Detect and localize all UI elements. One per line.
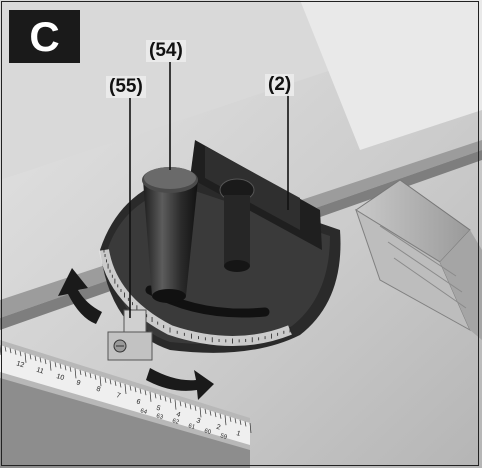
ruler-tick — [34, 355, 37, 361]
ruler-tick — [104, 377, 107, 383]
callout-54: (54) — [146, 40, 186, 62]
ruler-label: 4 — [175, 411, 181, 419]
ruler-tick — [49, 360, 52, 371]
ruler-tick — [184, 402, 187, 408]
ruler-label-upper: 62 — [171, 418, 180, 426]
ruler-tick — [199, 407, 202, 418]
ruler-label: 1 — [235, 430, 241, 438]
ruler-tick — [209, 410, 212, 416]
ruler-tick — [79, 369, 82, 376]
ruler-tick — [99, 376, 102, 387]
ruler-label: 6 — [135, 398, 141, 406]
ruler-tick — [169, 397, 172, 404]
ruler-tick — [9, 348, 12, 354]
table-back-plane — [300, 0, 482, 150]
ruler-tick — [84, 371, 87, 377]
ruler-label-upper: 60 — [203, 428, 212, 436]
callout-55: (55) — [106, 76, 146, 98]
ruler-label: 7 — [115, 392, 121, 400]
rotation-arrow-right — [146, 368, 214, 400]
ruler-tick — [69, 366, 72, 372]
ruler-tick — [234, 418, 237, 424]
ruler-ticks — [0, 344, 252, 434]
ruler-tick — [244, 421, 247, 427]
callout-2: (2) — [265, 74, 295, 96]
ruler-tick — [114, 380, 117, 386]
ruler-tick — [249, 422, 252, 434]
ruler-tick — [164, 396, 167, 402]
ruler-label: 5 — [155, 405, 161, 413]
ruler-tick — [89, 373, 92, 379]
ruler-tick — [129, 385, 132, 391]
knob-54 — [142, 167, 198, 303]
ruler-tick — [59, 363, 62, 369]
pointer-55 — [107, 309, 153, 361]
ruler-tick — [0, 344, 2, 356]
ruler-label: 8 — [95, 386, 101, 394]
ruler-tick — [194, 405, 197, 411]
ruler-tick — [174, 399, 177, 410]
ruler-label: 2 — [215, 424, 221, 432]
ruler-tick — [149, 391, 152, 402]
ruler-tick — [124, 383, 127, 395]
ruler-tick — [134, 387, 137, 393]
rotation-arrow-left — [58, 268, 102, 324]
ruler-tick — [14, 349, 17, 355]
ruler-tick — [204, 408, 207, 415]
ruler-tick — [219, 413, 222, 419]
ruler-tick — [159, 394, 162, 400]
ruler-strip — [0, 345, 250, 445]
ruler-tick — [64, 365, 67, 371]
ruler-tick — [224, 415, 227, 426]
ruler-tick — [39, 357, 42, 363]
ruler-label-upper: 59 — [219, 433, 228, 441]
ruler-tick — [109, 379, 112, 385]
rail-underside — [0, 378, 250, 468]
ruler-label: 10 — [55, 373, 65, 382]
figure-badge: C — [9, 10, 80, 63]
ruler-label: 11 — [35, 367, 44, 376]
ruler-labels: 12 11 10 9 8 7 6 5 4 3 2 1 64 63 62 61 60 59 — [15, 360, 241, 441]
ruler-label: 9 — [75, 379, 81, 387]
ruler-label-upper: 61 — [187, 423, 196, 431]
ruler-tick — [214, 412, 217, 418]
ruler-label: 3 — [195, 417, 201, 425]
ruler-tick — [144, 390, 147, 396]
ruler-label-upper: 64 — [139, 408, 148, 416]
ruler-tick — [139, 388, 142, 394]
ruler-tick — [29, 354, 32, 360]
ruler-tick — [154, 393, 157, 399]
ruler-tick — [119, 382, 122, 388]
ruler-tick — [189, 404, 192, 410]
ruler-tick — [74, 368, 77, 379]
ruler-label-upper: 63 — [155, 413, 164, 421]
ruler-tick — [4, 346, 7, 352]
ruler-tick — [229, 416, 232, 422]
ruler-tick — [44, 358, 47, 365]
ruler-tick — [54, 362, 57, 368]
ruler-tick — [24, 352, 27, 363]
ruler-tick — [179, 401, 182, 407]
ruler-tick — [94, 374, 97, 380]
ruler-label: 12 — [15, 360, 25, 369]
ruler-tick — [19, 351, 22, 357]
ruler-tick — [239, 419, 242, 425]
rip-fence — [355, 179, 482, 340]
